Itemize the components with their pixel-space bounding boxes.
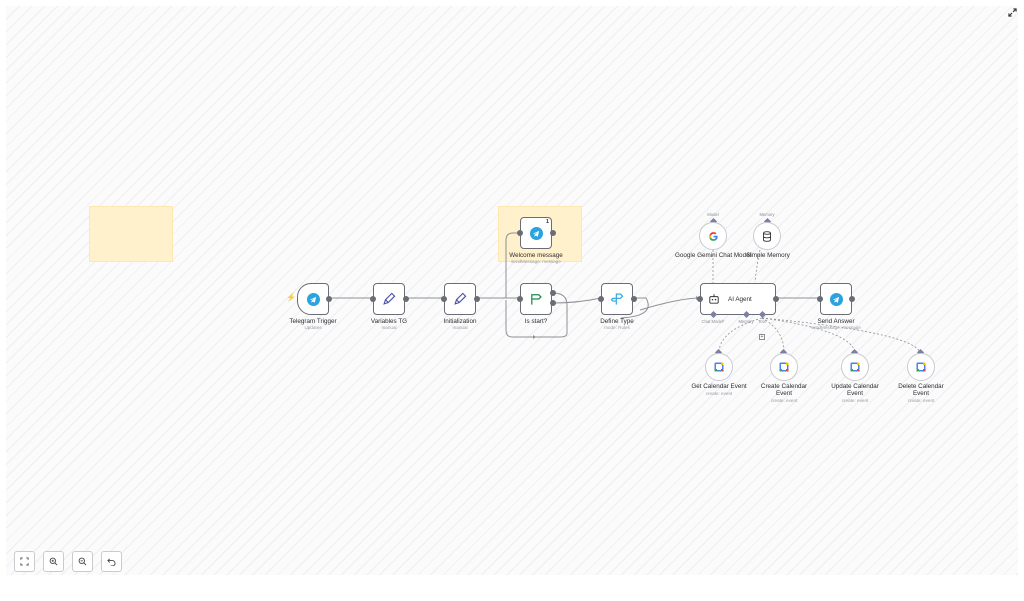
google-icon <box>708 231 718 241</box>
node-telegram-trigger[interactable] <box>297 283 329 315</box>
node-create-calendar-event[interactable] <box>770 353 798 381</box>
fit-view-button[interactable] <box>14 551 35 572</box>
fullscreen-button[interactable] <box>1006 7 1018 17</box>
google-calendar-icon <box>779 362 789 372</box>
switch-icon <box>610 293 624 305</box>
node-subtitle: manual <box>381 325 397 330</box>
output-handle[interactable] <box>773 296 779 302</box>
port-label-memory-top: Memory <box>759 212 775 217</box>
node-subtitle: create: event <box>841 398 869 403</box>
input-handle[interactable] <box>441 296 447 302</box>
node-label: Create Calendar Event <box>760 383 808 397</box>
pencil-icon <box>383 292 396 305</box>
telegram-icon <box>306 292 320 306</box>
google-calendar-icon <box>850 362 860 372</box>
node-ai-agent[interactable]: AI Agent <box>700 283 776 315</box>
trigger-bolt-icon: ⚡ <box>286 293 296 302</box>
database-icon <box>763 230 771 242</box>
google-calendar-icon <box>916 362 926 372</box>
node-label: Send Answer <box>817 318 855 325</box>
port-label-model: Model <box>707 212 719 217</box>
output-true-handle[interactable] <box>550 290 556 296</box>
output-handle[interactable] <box>550 230 556 236</box>
fit-view-icon <box>20 557 29 566</box>
output-handle[interactable] <box>474 296 480 302</box>
node-label: Get Calendar Event <box>691 383 747 390</box>
input-handle[interactable] <box>517 296 523 302</box>
output-false-handle[interactable] <box>550 300 556 306</box>
input-handle[interactable] <box>370 296 376 302</box>
node-simple-memory[interactable] <box>753 222 781 250</box>
input-handle[interactable] <box>517 230 523 236</box>
input-handle[interactable] <box>817 296 823 302</box>
node-label: Telegram Trigger <box>289 318 337 325</box>
expand-icon <box>1007 7 1017 17</box>
node-is-start[interactable] <box>520 283 552 315</box>
node-google-gemini[interactable] <box>699 222 727 250</box>
node-subtitle: manual <box>452 325 468 330</box>
workflow-canvas[interactable] <box>6 6 1018 575</box>
add-tool-button[interactable]: + <box>759 334 765 340</box>
output-handle[interactable] <box>849 296 855 302</box>
node-subtitle: create: event <box>907 398 935 403</box>
robot-icon <box>709 294 719 304</box>
zoom-out-button[interactable] <box>72 551 93 572</box>
node-subtitle: Updates <box>304 325 322 330</box>
output-handle[interactable] <box>631 296 637 302</box>
pencil-icon <box>454 292 467 305</box>
node-subtitle: create: event <box>770 398 798 403</box>
google-calendar-icon <box>714 362 724 372</box>
port-label-tool: Tool <box>758 319 766 324</box>
zoom-out-icon <box>78 557 87 566</box>
input-handle[interactable] <box>598 296 604 302</box>
node-delete-calendar-event[interactable] <box>907 353 935 381</box>
node-variables-tg[interactable] <box>373 283 405 315</box>
node-label: Delete Calendar Event <box>898 383 944 397</box>
telegram-icon <box>529 226 543 240</box>
node-label: Variables TG <box>370 318 408 325</box>
node-subtitle: create: event <box>705 391 733 396</box>
zoom-in-button[interactable] <box>43 551 64 572</box>
node-update-calendar-event[interactable] <box>841 353 869 381</box>
output-handle[interactable] <box>403 296 409 302</box>
node-label: Welcome message <box>509 252 563 259</box>
node-subtitle: sendMessage: message <box>811 325 861 330</box>
node-subtitle: mode: Rules <box>604 325 630 330</box>
if-branch-icon <box>531 294 542 305</box>
node-get-calendar-event[interactable] <box>705 353 733 381</box>
sticky-note[interactable] <box>89 206 173 262</box>
node-label: AI Agent <box>728 295 752 303</box>
port-label-chat-model: Chat Model* <box>701 319 725 324</box>
reset-zoom-button[interactable] <box>101 551 122 572</box>
zoom-in-icon <box>49 557 58 566</box>
run-count-badge: 1 <box>546 219 550 225</box>
undo-icon <box>107 558 116 566</box>
node-initialization[interactable] <box>444 283 476 315</box>
node-label: Is start? <box>524 318 548 325</box>
input-handle[interactable] <box>697 296 703 302</box>
node-subtitle: sendMessage: message <box>511 259 561 264</box>
node-label: Google Gemini Chat Model <box>675 252 751 259</box>
node-label: Initialization <box>443 318 477 325</box>
node-label: Simple Memory <box>746 252 790 259</box>
node-label: Define Type <box>600 318 634 325</box>
node-send-answer[interactable] <box>820 283 852 315</box>
node-label: Update Calendar Event <box>831 383 879 397</box>
port-label-memory: Memory <box>738 319 754 324</box>
output-handle[interactable] <box>326 296 332 302</box>
node-define-type[interactable] <box>601 283 633 315</box>
telegram-icon <box>829 292 843 306</box>
